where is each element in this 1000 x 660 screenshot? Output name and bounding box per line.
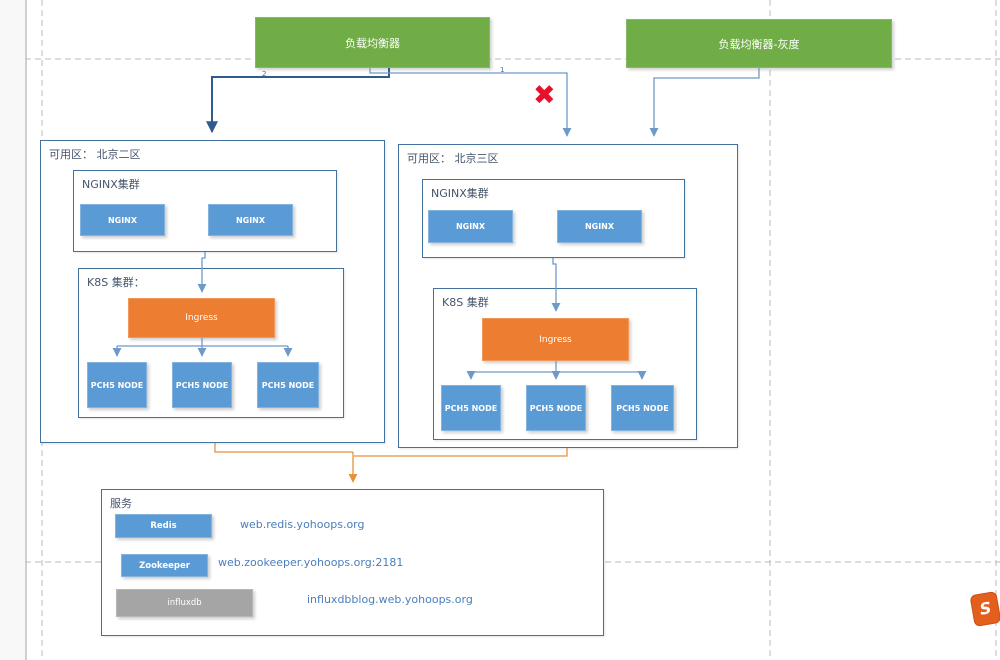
connector-label-2: 2 bbox=[262, 70, 267, 78]
failure-x-icon: ✖ bbox=[533, 80, 556, 111]
connector-lb-to-zone2 bbox=[206, 68, 390, 134]
zone3-nginx-node-1[interactable]: NGINX bbox=[428, 210, 513, 243]
zone2-nginx-cluster-title: NGINX集群 bbox=[82, 178, 140, 191]
service-zookeeper-label: Zookeeper bbox=[139, 560, 190, 571]
zone2-pch5-node-1-label: PCH5 NODE bbox=[90, 380, 144, 390]
load-balancer-label: 负载均衡器 bbox=[345, 36, 400, 50]
zone-beijing-2-title: 可用区： 北京二区 bbox=[49, 148, 141, 161]
zone3-nginx-node-2[interactable]: NGINX bbox=[557, 210, 642, 243]
zone3-pch5-node-1[interactable]: PCH5 NODE bbox=[441, 385, 501, 431]
zone2-nginx-node-2[interactable]: NGINX bbox=[208, 204, 293, 236]
zone2-pch5-node-3[interactable]: PCH5 NODE bbox=[257, 362, 319, 408]
zone2-nginx-node-2-label: NGINX bbox=[235, 215, 266, 225]
zone2-pch5-node-2[interactable]: PCH5 NODE bbox=[172, 362, 232, 408]
connector-zone2-to-services bbox=[214, 443, 353, 453]
service-influxdb-label: influxdb bbox=[167, 598, 202, 608]
load-balancer-gray-label: 负载均衡器-灰度 bbox=[718, 37, 800, 51]
zone2-k8s-cluster-title: K8S 集群： bbox=[87, 276, 145, 289]
connector-lbgray-to-zone3 bbox=[649, 68, 760, 137]
zone3-pch5-node-3[interactable]: PCH5 NODE bbox=[611, 385, 674, 431]
zone3-ingress-label: Ingress bbox=[539, 334, 572, 345]
zone3-pch5-node-1-label: PCH5 NODE bbox=[444, 403, 498, 413]
zone2-nginx-node-1[interactable]: NGINX bbox=[80, 204, 165, 236]
zone2-pch5-node-1[interactable]: PCH5 NODE bbox=[87, 362, 147, 408]
service-redis-label: Redis bbox=[150, 521, 177, 531]
watermark-s-logo: S bbox=[969, 590, 1000, 628]
load-balancer-box[interactable]: 负载均衡器 bbox=[255, 17, 490, 68]
service-zookeeper-url: web.zookeeper.yohoops.org:2181 bbox=[218, 556, 404, 569]
service-zookeeper[interactable]: Zookeeper bbox=[121, 554, 208, 577]
service-redis[interactable]: Redis bbox=[115, 514, 212, 538]
zone-beijing-3-title: 可用区： 北京三区 bbox=[407, 152, 499, 165]
service-influxdb-url: influxdbblog.web.yohoops.org bbox=[307, 593, 473, 606]
zone2-pch5-node-3-label: PCH5 NODE bbox=[261, 380, 315, 390]
zone3-pch5-node-2-label: PCH5 NODE bbox=[529, 403, 583, 413]
connector-label-1: 1 bbox=[500, 66, 505, 74]
canvas-left-gutter bbox=[0, 0, 27, 660]
zone2-ingress[interactable]: Ingress bbox=[128, 298, 275, 338]
zone2-nginx-cluster[interactable]: NGINX集群 bbox=[73, 170, 337, 252]
zone2-ingress-label: Ingress bbox=[185, 313, 218, 323]
zone2-pch5-node-2-label: PCH5 NODE bbox=[175, 380, 229, 390]
zone3-ingress[interactable]: Ingress bbox=[482, 318, 629, 361]
zone2-nginx-node-1-label: NGINX bbox=[107, 215, 138, 225]
zone3-nginx-node-1-label: NGINX bbox=[455, 222, 486, 231]
zone3-nginx-cluster-title: NGINX集群 bbox=[431, 187, 489, 200]
zone3-k8s-cluster-title: K8S 集群 bbox=[442, 296, 489, 309]
services-title: 服务 bbox=[110, 497, 132, 510]
zone3-pch5-node-3-label: PCH5 NODE bbox=[616, 403, 669, 413]
load-balancer-gray-box[interactable]: 负载均衡器-灰度 bbox=[626, 19, 892, 68]
connector-zone3-to-services bbox=[354, 448, 568, 457]
watermark-letter: S bbox=[978, 598, 993, 619]
zone3-nginx-node-2-label: NGINX bbox=[584, 222, 615, 231]
service-redis-url: web.redis.yohoops.org bbox=[240, 518, 365, 531]
zone3-pch5-node-2[interactable]: PCH5 NODE bbox=[526, 385, 586, 431]
service-influxdb[interactable]: influxdb bbox=[116, 589, 253, 617]
